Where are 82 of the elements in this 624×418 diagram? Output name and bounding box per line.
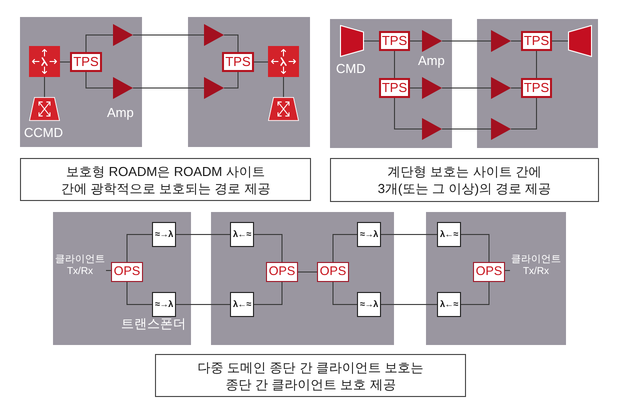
connector-line — [536, 50, 537, 78]
connector-line — [176, 304, 230, 305]
caption-box: 계단형 보호는 사이트 간에 3개(또는 그 이상)의 경로 제공 — [330, 158, 599, 202]
component-label: CCMD — [24, 126, 63, 140]
site-panel — [477, 19, 598, 148]
transponder-box: λ←≈ — [230, 222, 254, 247]
connector-line — [442, 40, 492, 42]
transponder-box: ≈→λ — [357, 222, 381, 247]
connector-line — [394, 98, 422, 130]
connector-line — [224, 34, 238, 52]
amplifier-triangle — [113, 24, 133, 46]
component-label: Amp — [107, 106, 134, 120]
connector-line — [380, 304, 438, 305]
ops-box: OPS — [317, 262, 349, 282]
connector-line — [283, 76, 284, 98]
site-panel — [211, 212, 394, 345]
connector-line — [86, 34, 114, 52]
component-label: 트랜스폰더 — [121, 317, 186, 331]
connector-line — [106, 270, 112, 271]
connector-line — [380, 234, 438, 235]
tps-box: TPS — [379, 31, 410, 51]
transponder-box: ≈→λ — [357, 292, 381, 317]
connector-line — [504, 270, 510, 271]
amplifier-triangle — [491, 77, 511, 99]
trapezoid-block — [568, 25, 592, 57]
connector-line — [224, 72, 238, 88]
component-label: CMD — [336, 62, 366, 76]
connector-line — [460, 234, 490, 262]
tps-box: TPS — [521, 31, 552, 51]
caption-box: 다중 도메인 종단 간 클라이언트 보호는 종단 간 클라이언트 보호 제공 — [155, 354, 466, 397]
transponder-box: ≈→λ — [152, 222, 176, 247]
trapezoid-block — [340, 25, 364, 57]
connector-line — [552, 40, 568, 42]
site-panel — [53, 212, 191, 345]
connector-line — [126, 234, 152, 262]
connector-line — [176, 234, 230, 235]
transponder-box: ≈→λ — [152, 292, 176, 317]
tps-box: TPS — [521, 78, 552, 98]
tps-box: TPS — [222, 52, 254, 72]
connector-line — [332, 282, 358, 305]
connector-line — [410, 40, 422, 42]
connector-line — [460, 282, 490, 305]
site-panel — [426, 212, 566, 345]
tps-box: TPS — [70, 52, 102, 72]
connector-line — [442, 128, 492, 130]
connector-line — [126, 282, 152, 305]
transponder-box: λ←≈ — [437, 222, 461, 247]
connector-line — [364, 40, 380, 42]
transponder-box: λ←≈ — [437, 292, 461, 317]
cross-arrows-icon — [29, 97, 60, 121]
connector-line — [510, 98, 537, 130]
connector-line — [44, 76, 45, 98]
ops-box: OPS — [111, 262, 143, 282]
amplifier-triangle — [204, 24, 224, 46]
connector-line — [254, 234, 282, 262]
ops-box: OPS — [473, 262, 505, 282]
caption-box: 보호형 ROADM은 ROADM 사이트 간에 광학적으로 보호되는 경로 제공 — [20, 158, 311, 201]
ops-box: OPS — [266, 262, 298, 282]
tps-box: TPS — [379, 78, 410, 98]
lambda-arrows-icon — [29, 46, 60, 77]
amplifier-triangle — [113, 77, 133, 99]
client-label: 클라이언트 Tx/Rx — [54, 254, 106, 279]
client-label: 클라이언트 Tx/Rx — [510, 254, 562, 279]
site-panel — [330, 19, 452, 148]
transponder-box: λ←≈ — [230, 292, 254, 317]
connector-line — [394, 50, 395, 78]
amplifier-triangle — [491, 30, 511, 52]
amplifier-triangle — [491, 118, 511, 140]
connector-line — [332, 234, 358, 262]
component-label: Amp — [418, 54, 445, 68]
site-panel — [188, 17, 310, 147]
amplifier-triangle — [422, 30, 442, 52]
lambda-arrows-icon — [268, 46, 299, 77]
connector-line — [510, 40, 522, 42]
amplifier-triangle — [204, 77, 224, 99]
connector-line — [254, 282, 282, 305]
connector-line — [86, 72, 114, 88]
connector-line — [132, 34, 204, 36]
amplifier-triangle — [422, 118, 442, 140]
site-panel — [20, 17, 142, 147]
amplifier-triangle — [422, 77, 442, 99]
cross-arrows-icon — [268, 97, 299, 121]
